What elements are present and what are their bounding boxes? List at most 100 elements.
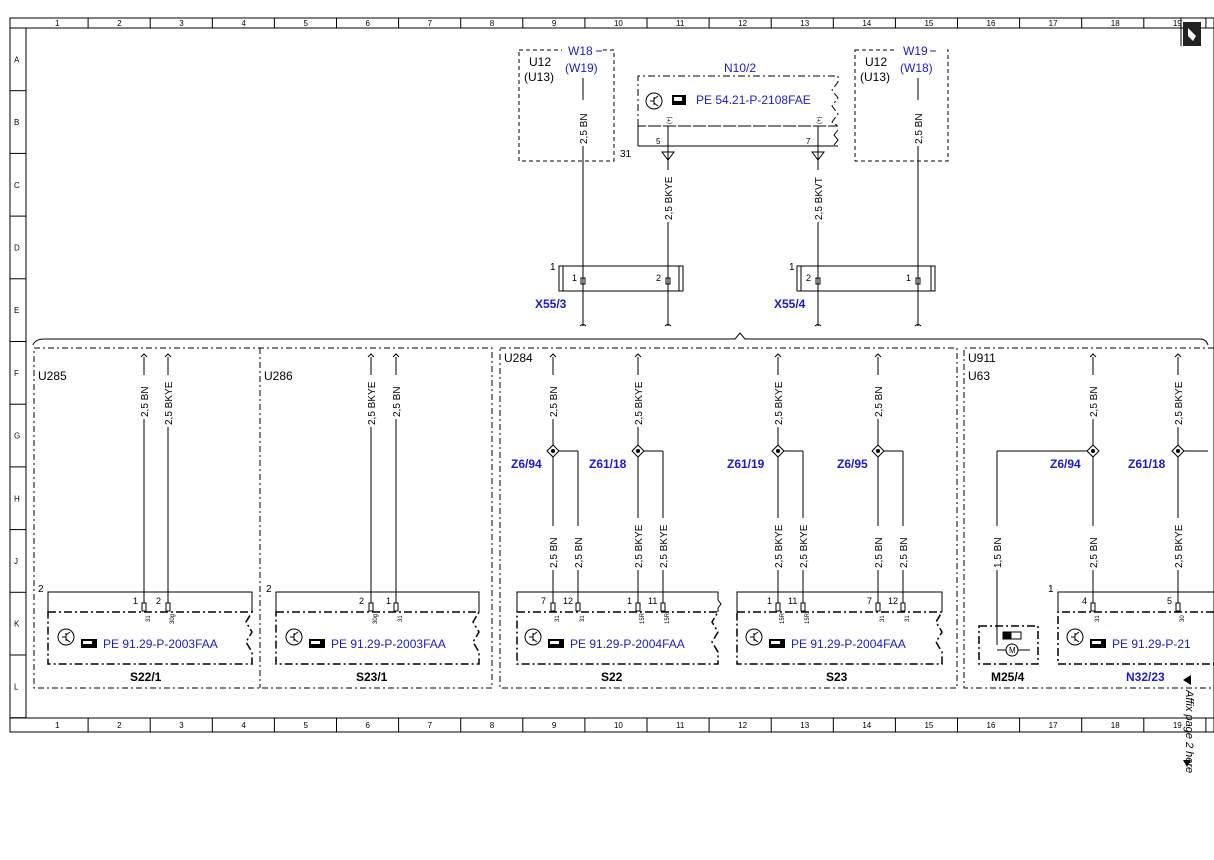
column-label: 10 — [614, 721, 623, 730]
affix-note: Affix page 2 here — [1183, 689, 1195, 773]
column-label: 4 — [241, 19, 246, 28]
term-s22-1-a: 31 — [146, 615, 152, 622]
n10-pin-7: 7 — [806, 137, 811, 146]
column-label: 15 — [924, 19, 933, 28]
column-label: 8 — [490, 19, 495, 28]
term-s23-1-b: 31 — [398, 615, 404, 622]
term-s23-a: 15R — [780, 612, 786, 624]
wl-s22-a: 2,5 BN — [549, 537, 560, 568]
w19-alt-label: (W19) — [565, 61, 598, 75]
wl-n32-b: 2,5 BKYE — [1174, 524, 1185, 568]
x55-4-pin2: 1 — [906, 273, 911, 283]
row-label: D — [14, 243, 20, 252]
column-label: 14 — [862, 721, 871, 730]
column-label: 6 — [366, 721, 371, 730]
splice-z61-19: Z61/19 — [727, 457, 765, 471]
term-n32-a: 31 — [1095, 615, 1101, 622]
svg-text:M: M — [1009, 646, 1016, 655]
wire-label-s23-bn-upper: 2,5 BN — [874, 386, 885, 417]
pin-s23-1-a: 2 — [359, 596, 364, 606]
upper-wire-labels: 2,5 BN 2,5 BKYE 2,5 BKYE 2,5 BN 2,5 BN 2… — [139, 375, 1185, 427]
column-label: 6 — [366, 19, 371, 28]
group-u284-label: U284 — [504, 351, 533, 365]
name-s22: S22 — [601, 670, 623, 684]
pin-s23-c: 7 — [867, 596, 872, 606]
diagram-frame — [9, 17, 1214, 733]
u12-right-label: U12 — [865, 55, 887, 69]
column-label: 18 — [1111, 721, 1120, 730]
pin-s23-b: 11 — [788, 596, 797, 606]
w19-label: W19 — [903, 44, 928, 58]
wire-label-s22-1-bkye: 2,5 BKYE — [164, 381, 175, 425]
column-label: 12 — [738, 721, 747, 730]
s22-1-frame-tag: 2 — [38, 584, 44, 595]
row-label: G — [14, 432, 20, 441]
column-label: 1 — [55, 19, 60, 28]
page-corner-icon[interactable] — [1180, 18, 1201, 46]
n10-sign-left: (+) — [667, 116, 673, 124]
ref-s22[interactable]: PE 91.29-P-2004FAA — [570, 637, 685, 651]
column-label: 7 — [428, 721, 433, 730]
row-label: C — [14, 181, 20, 190]
pin-s22-b: 12 — [563, 596, 573, 606]
column-label: 11 — [676, 19, 685, 28]
lower-wire-labels: 2,5 BN 2,5 BN 2,5 BKYE 2,5 BKYE 2,5 BKYE… — [548, 518, 1185, 570]
side-note: Affix page 2 here — [1183, 675, 1195, 773]
ref-s23-1[interactable]: PE 91.29-P-2003FAA — [331, 637, 446, 651]
pin-stubs — [141, 602, 1181, 612]
column-label: 19 — [1173, 721, 1182, 730]
s23-1-frame-tag: 2 — [266, 584, 272, 595]
n10-2-label: N10/2 — [724, 61, 756, 75]
pin-s23-a: 1 — [767, 596, 772, 606]
u12-left-alt: (U13) — [524, 70, 554, 84]
x55-3-pin2: 2 — [656, 273, 661, 283]
splice-z61-18-a: Z61/18 — [589, 457, 627, 471]
component-frames — [47, 591, 1214, 612]
column-label: 9 — [552, 19, 557, 28]
name-m25-4: M25/4 — [991, 670, 1025, 684]
bottom-groups — [33, 347, 1214, 689]
row-label: E — [14, 306, 19, 315]
column-label: 10 — [614, 19, 623, 28]
column-label: 17 — [1049, 19, 1058, 28]
wl-s22-d: 2,5 BKYE — [659, 524, 670, 568]
column-label: 11 — [676, 721, 685, 730]
wire-label-n32-bn-upper: 2,5 BN — [1089, 386, 1100, 417]
splice-z6-94-a: Z6/94 — [511, 457, 542, 471]
u12-right-alt: (U13) — [860, 70, 890, 84]
n10-sign-right: (+) — [817, 116, 823, 124]
w18-alt-label: (W18) — [900, 61, 933, 75]
x55-4-connector: 1 2 1 X55/4 — [774, 262, 936, 326]
wire-label-s23-1-bn: 2,5 BN — [392, 386, 403, 417]
wire-label-right-bn: 2,5 BN — [914, 113, 925, 144]
splice-z6-95: Z6/95 — [837, 457, 868, 471]
n10-pin-5: 5 — [656, 137, 661, 146]
pin-n32-a: 4 — [1082, 596, 1087, 606]
ref-s23[interactable]: PE 91.29-P-2004FAA — [791, 637, 906, 651]
pin-s23-1-b: 1 — [386, 596, 391, 606]
column-label: 2 — [117, 19, 122, 28]
ref-n32-23[interactable]: PE 91.29-P-21 — [1112, 637, 1191, 651]
name-s23-1: S23/1 — [356, 670, 388, 684]
wire-label-s23-1-bkye: 2,5 BKYE — [367, 381, 378, 425]
ref-s22-1[interactable]: PE 91.29-P-2003FAA — [103, 637, 218, 651]
pin-s22-1-a: 1 — [133, 596, 138, 606]
wl-n32-a: 2,5 BN — [1089, 537, 1100, 568]
term-n32-b: 30 — [1180, 615, 1186, 622]
column-label: 19 — [1173, 19, 1182, 28]
column-label: 14 — [862, 19, 871, 28]
bottom-wires — [140, 353, 1208, 645]
row-ticks — [10, 90, 26, 719]
wl-s22-b: 2,5 BN — [574, 537, 585, 568]
column-label: 17 — [1049, 721, 1058, 730]
row-label: J — [14, 557, 18, 566]
term-s23-1-a: 30g — [373, 614, 379, 624]
pin-terminals: 31 30g 30g 31 31 31 15R 15R 15R 15R 31 3… — [146, 612, 1186, 624]
x55-4-tag: 1 — [789, 262, 795, 273]
row-label: A — [14, 55, 20, 64]
hand-pointer-icon — [81, 639, 1106, 648]
